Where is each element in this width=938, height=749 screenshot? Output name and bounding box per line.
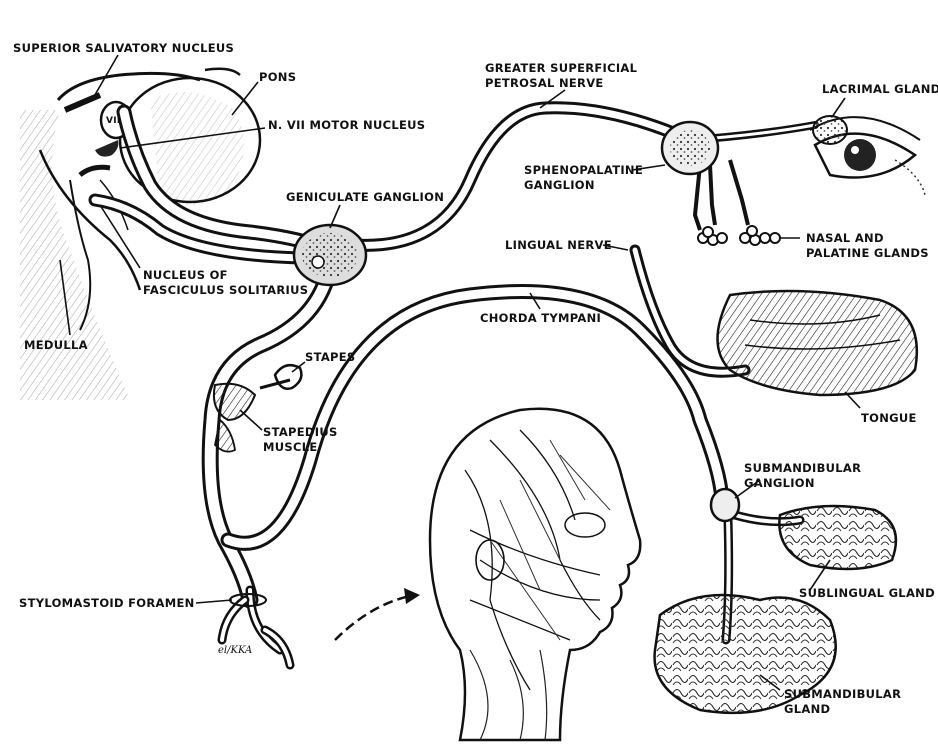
label-superior-salivatory-nucleus: SUPERIOR SALIVATORY NUCLEUS xyxy=(13,41,234,56)
label-vii: VII xyxy=(106,114,121,129)
label-tongue: TONGUE xyxy=(861,411,917,426)
label-geniculate-ganglion: GENICULATE GANGLION xyxy=(286,190,444,205)
label-pons: PONS xyxy=(259,70,296,85)
label-greater-superficial-petrosal-nerve: GREATER SUPERFICIAL PETROSAL NERVE xyxy=(485,61,637,91)
label-nucleus-of-fasciculus-solitarius: NUCLEUS OF FASCICULUS SOLITARIUS xyxy=(143,268,308,298)
label-lacrimal-gland: LACRIMAL GLAND xyxy=(822,82,938,97)
arrow-line xyxy=(335,596,410,640)
label-n-vii-motor-nucleus: N. VII MOTOR NUCLEUS xyxy=(268,118,425,133)
label-lingual-nerve: LINGUAL NERVE xyxy=(505,238,612,253)
artist-signature: el/KKA xyxy=(218,645,252,656)
lacrimal-gland-shape xyxy=(813,116,847,144)
label-stapedius-muscle: STAPEDIUS MUSCLE xyxy=(263,425,338,455)
label-submandibular-gland: SUBMANDIBULAR GLAND xyxy=(784,687,901,717)
sublingual-gland-shape xyxy=(779,506,896,569)
label-submandibular-ganglion: SUBMANDIBULAR GANGLION xyxy=(744,461,861,491)
label-nasal-and-palatine-glands: NASAL AND PALATINE GLANDS xyxy=(806,231,929,261)
label-sublingual-gland: SUBLINGUAL GLAND xyxy=(799,586,935,601)
eye-illustration xyxy=(810,116,925,195)
head-illustration xyxy=(430,409,640,740)
submandibular-ganglion-shape xyxy=(711,489,739,521)
label-medulla: MEDULLA xyxy=(24,338,88,353)
sphenopalatine-ganglion-shape xyxy=(662,122,815,245)
label-chorda-tympani: CHORDA TYMPANI xyxy=(480,311,601,326)
label-stylomastoid-foramen: STYLOMASTOID FORAMEN xyxy=(19,596,195,611)
tongue-illustration xyxy=(718,291,917,395)
label-stapes: STAPES xyxy=(305,350,356,365)
label-sphenopalatine-ganglion: SPHENOPALATINE GANGLION xyxy=(524,163,643,193)
nasal-gland-clusters xyxy=(698,226,780,245)
arrow-head-icon xyxy=(404,588,420,604)
